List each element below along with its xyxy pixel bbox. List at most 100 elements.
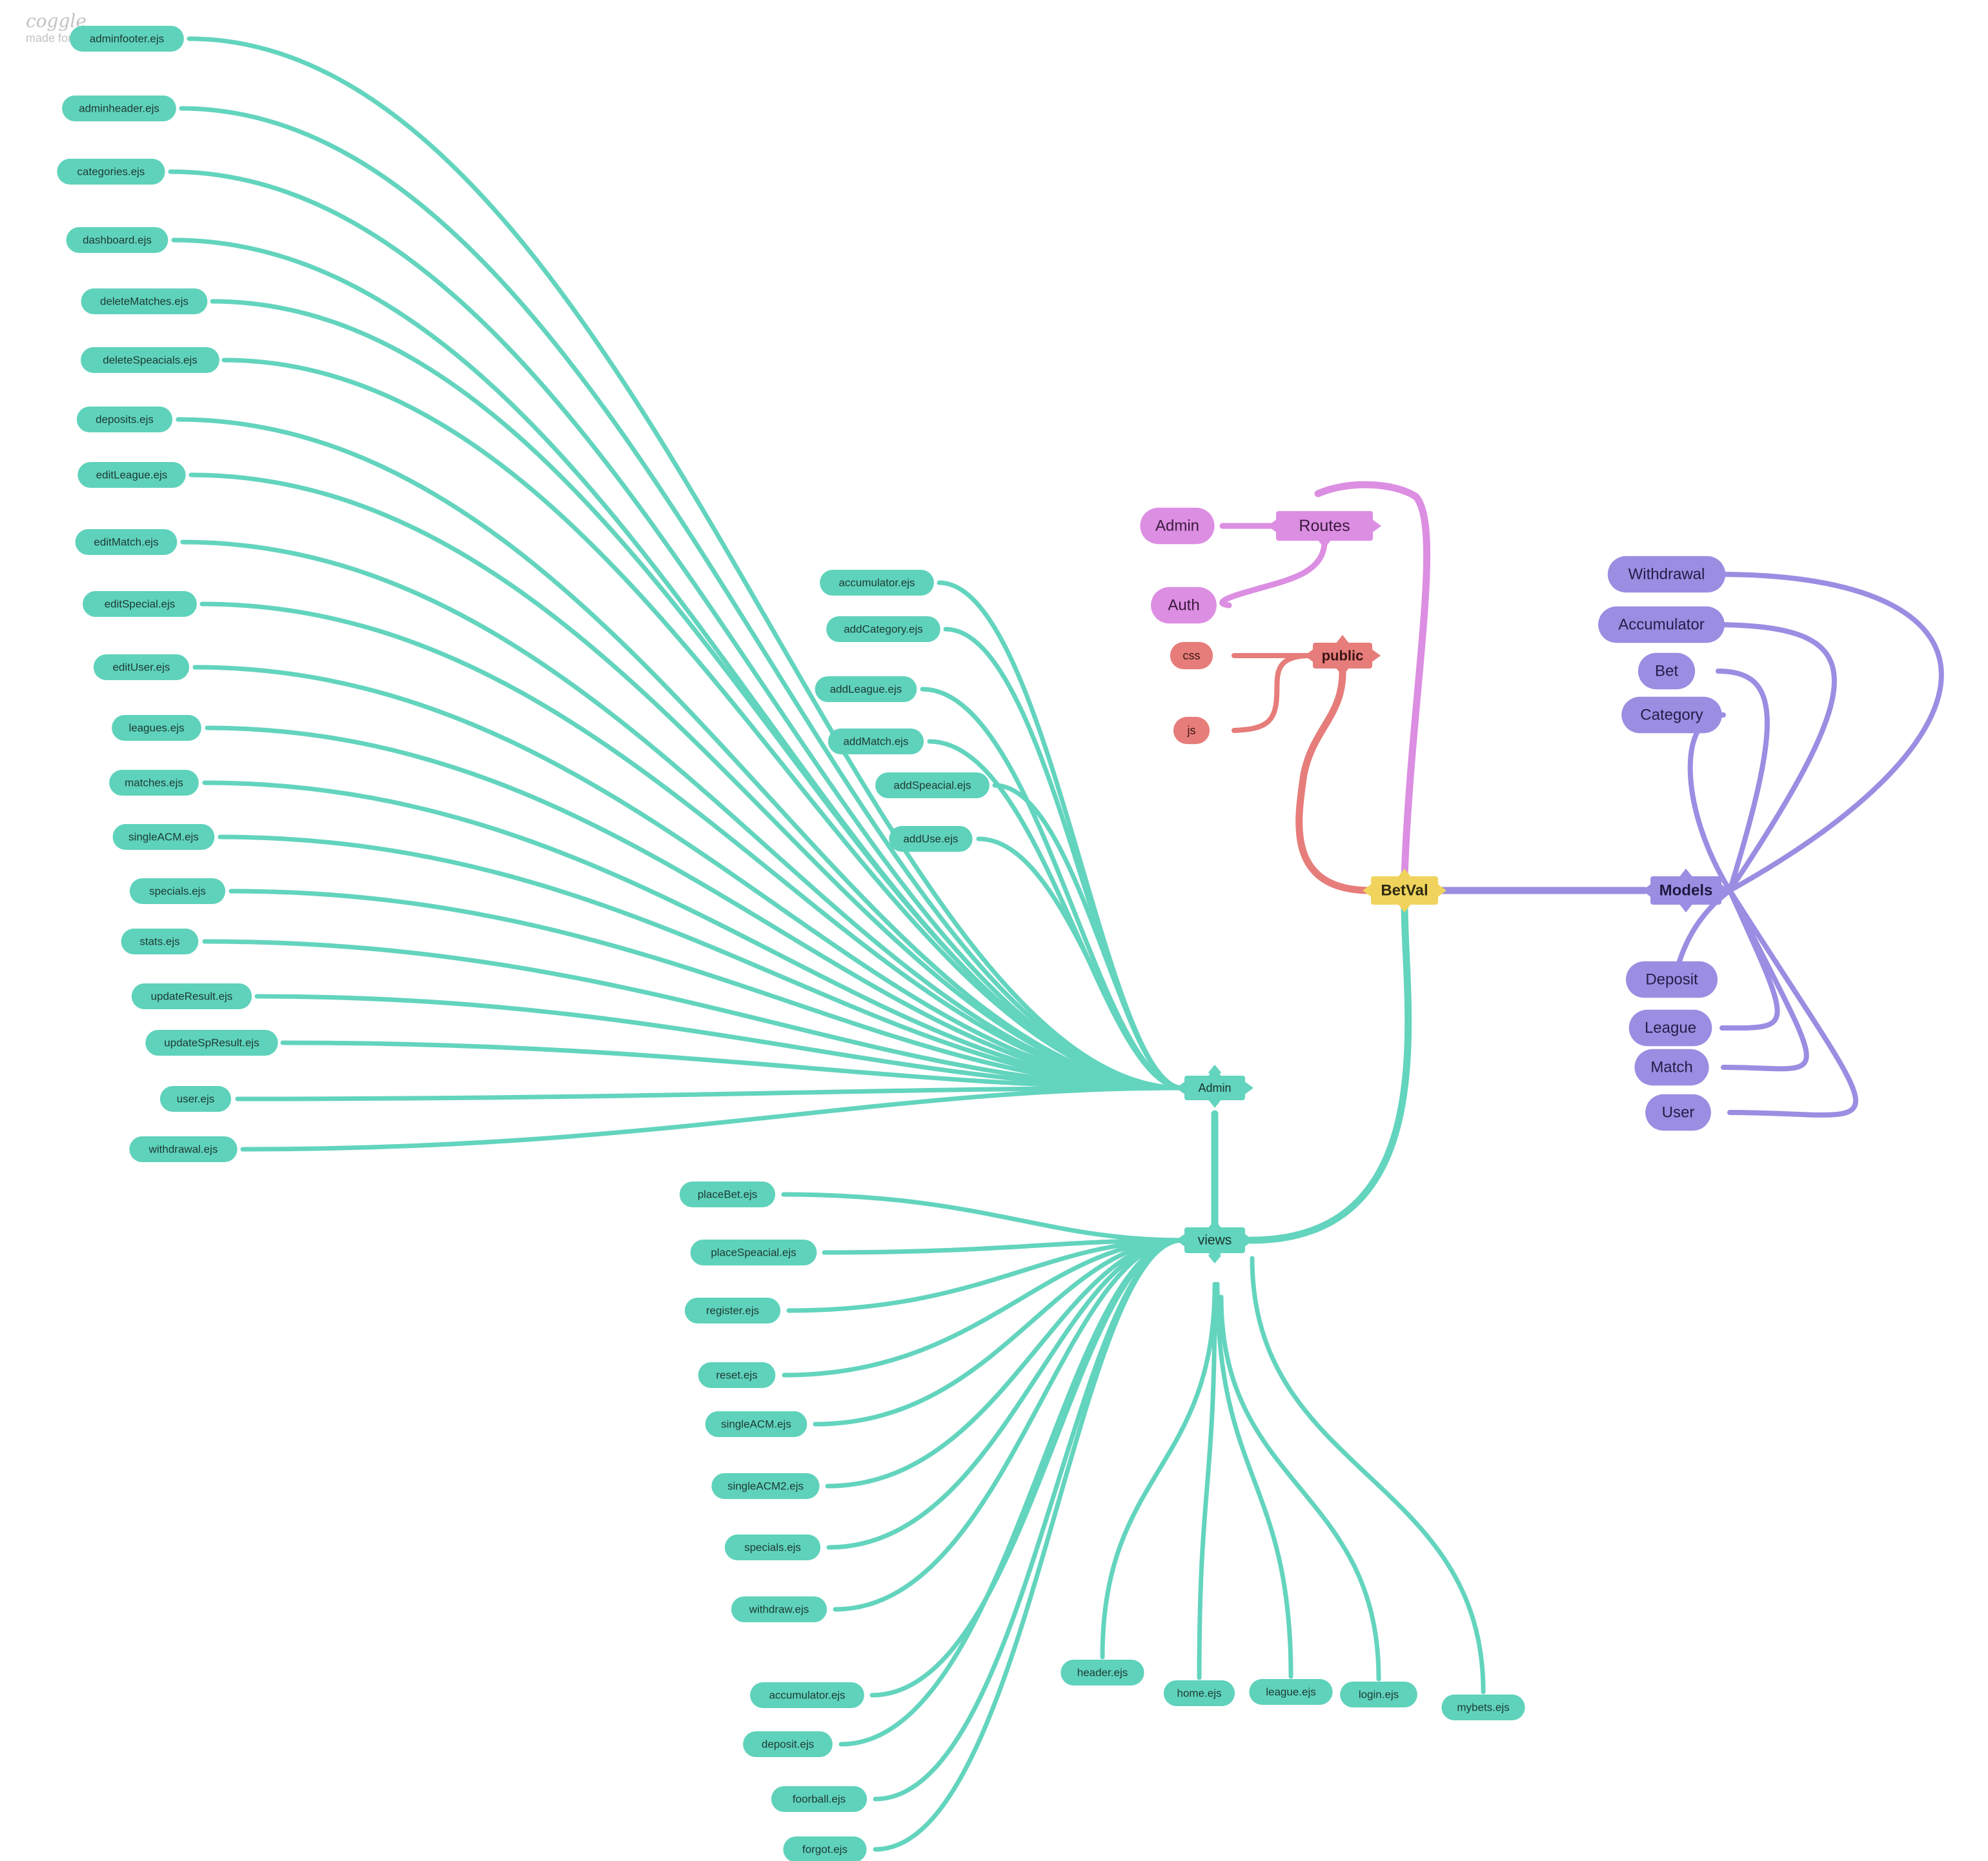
model-node-bet[interactable]: Bet	[1638, 652, 1696, 690]
link-admin-dashboard	[171, 237, 1185, 1091]
view-register-2[interactable]: register.ejs	[684, 1298, 781, 1323]
route-node-auth[interactable]: Auth	[1151, 587, 1217, 624]
route-node-auth-bg	[1151, 587, 1217, 624]
admin-view-addleague[interactable]: addLeague.ejs	[815, 676, 917, 702]
view-withdraw-7[interactable]: withdraw.ejs	[731, 1596, 827, 1622]
link-admin-deposits	[176, 417, 1185, 1091]
admin-view-editmatch-label: editMatch.ejs	[94, 536, 158, 548]
view-accumulator-8-bg	[750, 1682, 864, 1708]
admin-view-dashboard[interactable]: dashboard.ejs	[66, 227, 168, 253]
link-betval-routes	[1314, 481, 1431, 880]
admin-view-addmatch-label: addMatch.ejs	[843, 736, 908, 748]
model-node-withdrawal[interactable]: Withdrawal	[1607, 556, 1726, 593]
view-login-15[interactable]: login.ejs	[1340, 1682, 1417, 1707]
admin-view-editmatch[interactable]: editMatch.ejs	[75, 529, 178, 555]
link-views-withdraw-7	[833, 1238, 1185, 1612]
admin-view-adduse[interactable]: addUse.ejs	[889, 826, 973, 852]
admin-view-adduse-bg	[889, 826, 973, 852]
branch-node-routes[interactable]: Routes	[1268, 511, 1381, 548]
mindmap-links	[168, 36, 1944, 1852]
admin-view-adminheader[interactable]: adminheader.ejs	[62, 96, 176, 121]
branch-node-models-connector-r	[1720, 883, 1730, 898]
model-node-league[interactable]: League	[1628, 1009, 1712, 1047]
admin-view-stats[interactable]: stats.ejs	[121, 929, 199, 954]
admin-view-categories[interactable]: categories.ejs	[57, 159, 165, 185]
branch-node-admin-connector-l	[1176, 1081, 1186, 1095]
branch-node-models[interactable]: Models	[1642, 869, 1730, 912]
admin-view-deletespeacials-label: deleteSpeacials.ejs	[103, 354, 197, 367]
route-node-admin[interactable]: Admin	[1140, 507, 1215, 545]
view-placebet-0[interactable]: placeBet.ejs	[679, 1182, 776, 1207]
public-node-js[interactable]: js	[1173, 716, 1210, 745]
link-views-placebet-0	[781, 1192, 1185, 1243]
admin-view-leagues[interactable]: leagues.ejs	[112, 715, 201, 741]
view-singleacm2-5[interactable]: singleACM2.ejs	[711, 1473, 820, 1499]
branch-node-views-connector-r	[1244, 1233, 1253, 1247]
view-header-12-bg	[1060, 1660, 1144, 1685]
model-node-match[interactable]: Match	[1634, 1049, 1709, 1086]
admin-view-addmatch-bg	[827, 729, 924, 754]
link-models-accumulator	[1710, 622, 1837, 893]
branch-node-public-bg	[1313, 643, 1372, 669]
admin-view-edituser-label: editUser.ejs	[113, 661, 170, 674]
admin-view-updatespresult[interactable]: updateSpResult.ejs	[145, 1030, 278, 1056]
route-node-auth-label: Auth	[1168, 597, 1199, 614]
admin-view-updateresult[interactable]: updateResult.ejs	[131, 983, 252, 1009]
public-node-css[interactable]: css	[1170, 641, 1213, 670]
link-admin-adminfooter	[187, 36, 1185, 1091]
admin-view-deposits[interactable]: deposits.ejs	[76, 407, 173, 432]
view-accumulator-8[interactable]: accumulator.ejs	[750, 1682, 864, 1708]
view-reset-3[interactable]: reset.ejs	[698, 1362, 776, 1388]
view-specials-6[interactable]: specials.ejs	[724, 1534, 821, 1560]
admin-view-addspeacial[interactable]: addSpeacial.ejs	[875, 772, 989, 798]
admin-view-singleacm-label: singleACM.ejs	[128, 831, 199, 843]
admin-view-specials[interactable]: specials.ejs	[129, 878, 226, 904]
view-home-13[interactable]: home.ejs	[1163, 1680, 1235, 1706]
admin-view-deletespeacials[interactable]: deleteSpeacials.ejs	[81, 347, 219, 373]
view-header-12[interactable]: header.ejs	[1060, 1660, 1144, 1685]
view-singleacm-4[interactable]: singleACM.ejs	[705, 1411, 807, 1437]
admin-view-adminfooter[interactable]: adminfooter.ejs	[70, 26, 184, 52]
admin-view-addcategory[interactable]: addCategory.ejs	[826, 616, 940, 642]
branch-node-views[interactable]: views	[1176, 1220, 1253, 1261]
admin-view-withdrawal[interactable]: withdrawal.ejs	[129, 1136, 238, 1162]
branch-node-public[interactable]: public	[1304, 635, 1381, 676]
model-node-withdrawal-bg	[1607, 556, 1726, 593]
view-header-12-label: header.ejs	[1077, 1667, 1128, 1679]
admin-view-matches[interactable]: matches.ejs	[109, 770, 199, 796]
admin-view-adminheader-bg	[62, 96, 176, 121]
model-node-withdrawal-label: Withdrawal	[1628, 566, 1705, 583]
link-admin-deletematches	[210, 299, 1185, 1091]
view-mybets-16[interactable]: mybets.ejs	[1441, 1695, 1525, 1720]
admin-view-editspecial[interactable]: editSpecial.ejs	[83, 591, 197, 617]
model-node-category[interactable]: Category	[1621, 696, 1722, 734]
view-placespeacial-1[interactable]: placeSpeacial.ejs	[690, 1240, 817, 1265]
branch-node-admin-label: Admin	[1198, 1081, 1231, 1094]
admin-view-accumulator[interactable]: accumulator.ejs	[820, 570, 934, 596]
admin-view-deletematches[interactable]: deleteMatches.ejs	[81, 288, 208, 314]
view-foorball-10[interactable]: foorball.ejs	[771, 1786, 867, 1812]
admin-view-singleacm[interactable]: singleACM.ejs	[112, 824, 215, 850]
link-views-mybets-16	[1250, 1256, 1486, 1695]
link-views-singleacm2-5	[825, 1238, 1185, 1489]
model-node-deposit[interactable]: Deposit	[1625, 961, 1718, 998]
view-singleacm2-5-bg	[711, 1473, 820, 1499]
model-node-user[interactable]: User	[1645, 1094, 1711, 1131]
view-forgot-11[interactable]: forgot.ejs	[783, 1836, 867, 1861]
view-reset-3-bg	[698, 1362, 776, 1388]
admin-view-editleague[interactable]: editLeague.ejs	[77, 462, 186, 488]
model-node-accumulator[interactable]: Accumulator	[1598, 606, 1725, 643]
admin-view-addmatch[interactable]: addMatch.ejs	[827, 729, 924, 754]
admin-view-user[interactable]: user.ejs	[159, 1086, 232, 1112]
view-league-14[interactable]: league.ejs	[1249, 1679, 1333, 1705]
admin-view-edituser[interactable]: editUser.ejs	[93, 654, 190, 680]
link-views-header-12	[1100, 1282, 1217, 1660]
view-deposit-9[interactable]: deposit.ejs	[743, 1731, 833, 1757]
view-placebet-0-label: placeBet.ejs	[698, 1189, 758, 1201]
root-node-betval[interactable]: BetVal	[1363, 869, 1446, 912]
view-withdraw-7-label: withdraw.ejs	[749, 1604, 809, 1616]
view-forgot-11-bg	[783, 1836, 867, 1861]
admin-top-marker	[1208, 1065, 1221, 1080]
